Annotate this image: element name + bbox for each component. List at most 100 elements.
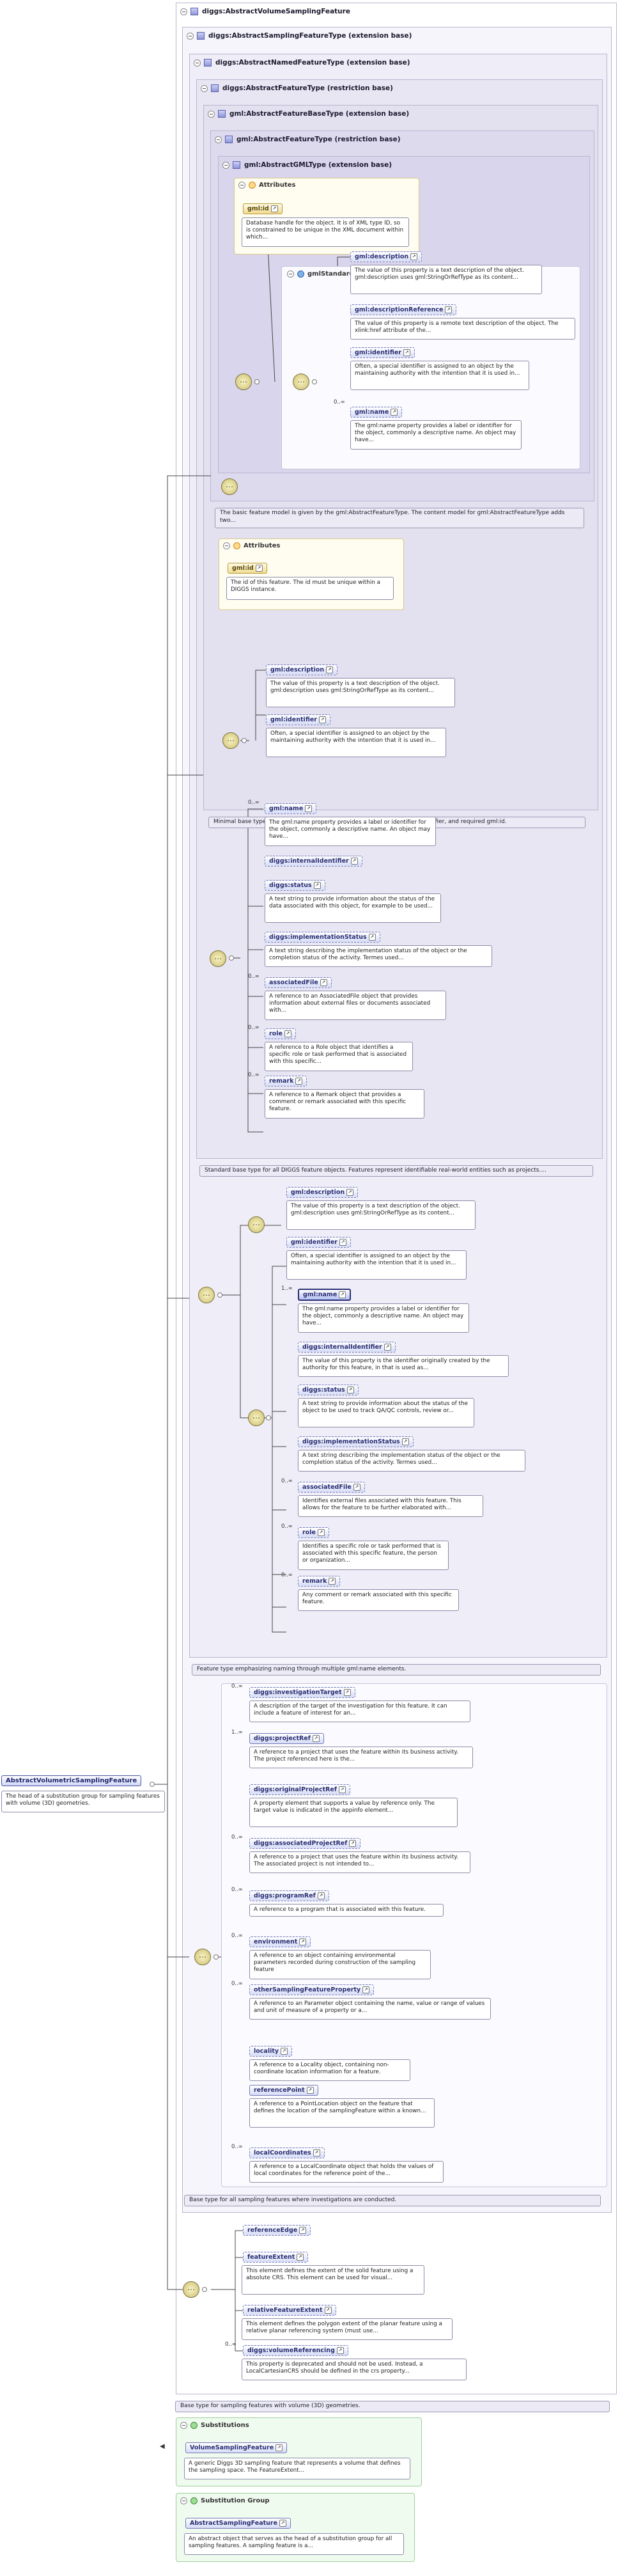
link-icon[interactable]: ↗	[401, 1438, 409, 1445]
element-reference-edge[interactable]: referenceEdge↗	[243, 2225, 311, 2236]
link-icon[interactable]: ↗	[312, 1735, 320, 1742]
link-icon[interactable]: ↗	[275, 2444, 283, 2451]
element-locality[interactable]: locality↗	[249, 2046, 293, 2057]
expand-icon[interactable]	[150, 1782, 155, 1787]
element-implementation-status-df[interactable]: diggs:implementationStatus↗	[265, 932, 380, 943]
type-header[interactable]: −gml:AbstractGMLType (extension base)	[222, 160, 392, 170]
attr-gml-id[interactable]: gml:id↗	[243, 203, 283, 214]
type-header[interactable]: −gml:AbstractFeatureType (restriction ba…	[215, 134, 401, 145]
sequence-compositor-icon[interactable]: ⋯	[221, 478, 238, 495]
element-status-nf[interactable]: diggs:status↗	[298, 1385, 359, 1395]
link-icon[interactable]: ↗	[255, 565, 263, 572]
link-icon[interactable]: ↗	[346, 1386, 354, 1394]
element-status-df[interactable]: diggs:status↗	[265, 880, 325, 891]
element-volume-sampling-feature[interactable]: VolumeSamplingFeature↗	[185, 2442, 288, 2453]
type-header[interactable]: −diggs:AbstractSamplingFeatureType (exte…	[187, 31, 412, 41]
collapse-icon[interactable]: −	[201, 84, 208, 92]
expand-icon[interactable]	[213, 1954, 219, 1959]
element-gml-name[interactable]: gml:name↗	[350, 407, 403, 418]
link-icon[interactable]: ↗	[299, 1938, 307, 1945]
link-icon[interactable]: ↗	[319, 716, 326, 723]
expand-icon[interactable]	[312, 379, 317, 384]
type-header[interactable]: −diggs:AbstractNamedFeatureType (extensi…	[194, 58, 410, 68]
link-icon[interactable]: ↗	[339, 1786, 346, 1793]
element-role-df[interactable]: role↗	[265, 1028, 296, 1039]
element-abstract-sampling-feature[interactable]: AbstractSamplingFeature↗	[185, 2518, 291, 2529]
collapse-icon[interactable]: −	[194, 59, 201, 67]
sequence-compositor-icon[interactable]: ⋯	[183, 2281, 199, 2298]
element-investigation-target[interactable]: diggs:investigationTarget↗	[249, 1687, 355, 1698]
link-icon[interactable]: ↗	[384, 1344, 391, 1351]
link-icon[interactable]: ↗	[320, 979, 327, 986]
collapse-icon[interactable]: −	[238, 182, 245, 189]
link-icon[interactable]: ↗	[329, 1578, 336, 1585]
element-associated-file-nf[interactable]: associatedFile↗	[298, 1482, 365, 1493]
root-element[interactable]: AbstractVolumetricSamplingFeature	[1, 1775, 142, 1786]
element-gml-identifier[interactable]: gml:identifier↗	[350, 347, 415, 358]
link-icon[interactable]: ↗	[349, 1840, 357, 1847]
choice-compositor-icon[interactable]: ⋯	[248, 1410, 265, 1426]
choice-compositor-icon[interactable]: ⋯	[210, 950, 226, 967]
element-gml-description-nf[interactable]: gml:description↗	[286, 1187, 359, 1198]
expand-icon[interactable]	[242, 738, 247, 743]
link-icon[interactable]: ↗	[368, 934, 376, 941]
collapse-icon[interactable]: −	[180, 2497, 187, 2504]
collapse-icon[interactable]: −	[223, 542, 230, 549]
element-feature-extent[interactable]: featureExtent↗	[243, 2252, 309, 2263]
element-project-ref[interactable]: diggs:projectRef↗	[249, 1733, 324, 1744]
link-icon[interactable]: ↗	[326, 666, 334, 673]
expand-icon[interactable]	[202, 2287, 207, 2292]
element-gml-identifier-nf[interactable]: gml:identifier↗	[286, 1237, 351, 1248]
link-icon[interactable]: ↗	[343, 1689, 351, 1696]
element-local-coordinates[interactable]: localCoordinates↗	[249, 2148, 325, 2158]
element-internal-identifier-df[interactable]: diggs:internalIdentifier↗	[265, 856, 362, 867]
link-icon[interactable]: ↗	[299, 2227, 307, 2234]
link-icon[interactable]: ↗	[305, 805, 313, 812]
expand-icon[interactable]	[266, 1415, 271, 1420]
element-other-sampling-feature-property[interactable]: otherSamplingFeatureProperty↗	[249, 1984, 375, 1995]
sequence-compositor-icon[interactable]: ⋯	[235, 373, 252, 390]
link-icon[interactable]: ↗	[281, 2048, 288, 2055]
collapse-icon[interactable]: −	[180, 2422, 187, 2429]
element-gml-description-reference[interactable]: gml:descriptionReference↗	[350, 304, 457, 315]
collapse-icon[interactable]: −	[208, 110, 215, 118]
element-internal-identifier-nf[interactable]: diggs:internalIdentifier↗	[298, 1342, 396, 1353]
sequence-compositor-icon[interactable]: ⋯	[222, 732, 239, 749]
type-header[interactable]: −gml:AbstractFeatureBaseType (extension …	[208, 109, 409, 119]
link-icon[interactable]: ↗	[339, 1239, 346, 1246]
element-remark-nf[interactable]: remark↗	[298, 1576, 341, 1587]
link-icon[interactable]: ↗	[336, 2347, 344, 2354]
link-icon[interactable]: ↗	[284, 1030, 291, 1037]
element-volume-referencing[interactable]: diggs:volumeReferencing↗	[243, 2345, 348, 2356]
collapse-icon[interactable]: −	[180, 8, 187, 15]
link-icon[interactable]: ↗	[313, 882, 321, 889]
collapse-icon[interactable]: −	[187, 32, 194, 40]
link-icon[interactable]: ↗	[350, 858, 358, 865]
link-icon[interactable]: ↗	[317, 1892, 325, 1899]
element-gml-description[interactable]: gml:description↗	[350, 251, 422, 262]
link-icon[interactable]: ↗	[339, 1291, 346, 1298]
link-icon[interactable]: ↗	[270, 205, 278, 212]
sequence-compositor-icon[interactable]: ⋯	[248, 1216, 265, 1233]
link-icon[interactable]: ↗	[295, 1078, 303, 1085]
type-header[interactable]: −diggs:AbstractVolumeSamplingFeature	[180, 6, 350, 17]
element-gml-name-nf[interactable]: gml:name↗	[298, 1289, 352, 1301]
element-program-ref[interactable]: diggs:programRef↗	[249, 1890, 329, 1901]
link-icon[interactable]: ↗	[445, 306, 453, 313]
link-icon[interactable]: ↗	[279, 2520, 287, 2527]
element-associated-project-ref[interactable]: diggs:associatedProjectRef↗	[249, 1838, 361, 1849]
link-icon[interactable]: ↗	[410, 253, 418, 260]
element-environment[interactable]: environment↗	[249, 1936, 311, 1947]
link-icon[interactable]: ↗	[362, 1986, 370, 1993]
link-icon[interactable]: ↗	[403, 349, 410, 356]
link-icon[interactable]: ↗	[306, 2087, 314, 2094]
expand-icon[interactable]	[229, 955, 234, 961]
element-role-nf[interactable]: role↗	[298, 1527, 329, 1538]
element-associated-file-df[interactable]: associatedFile↗	[265, 977, 332, 988]
sequence-compositor-icon[interactable]: ⋯	[194, 1949, 211, 1965]
element-gml-identifier-base[interactable]: gml:identifier↗	[266, 714, 330, 725]
collapse-icon[interactable]: −	[222, 161, 229, 169]
attr-gml-id-base[interactable]: gml:id↗	[228, 563, 267, 574]
element-reference-point[interactable]: referencePoint↗	[249, 2085, 318, 2096]
type-header[interactable]: −diggs:AbstractFeatureType (restriction …	[201, 83, 393, 93]
